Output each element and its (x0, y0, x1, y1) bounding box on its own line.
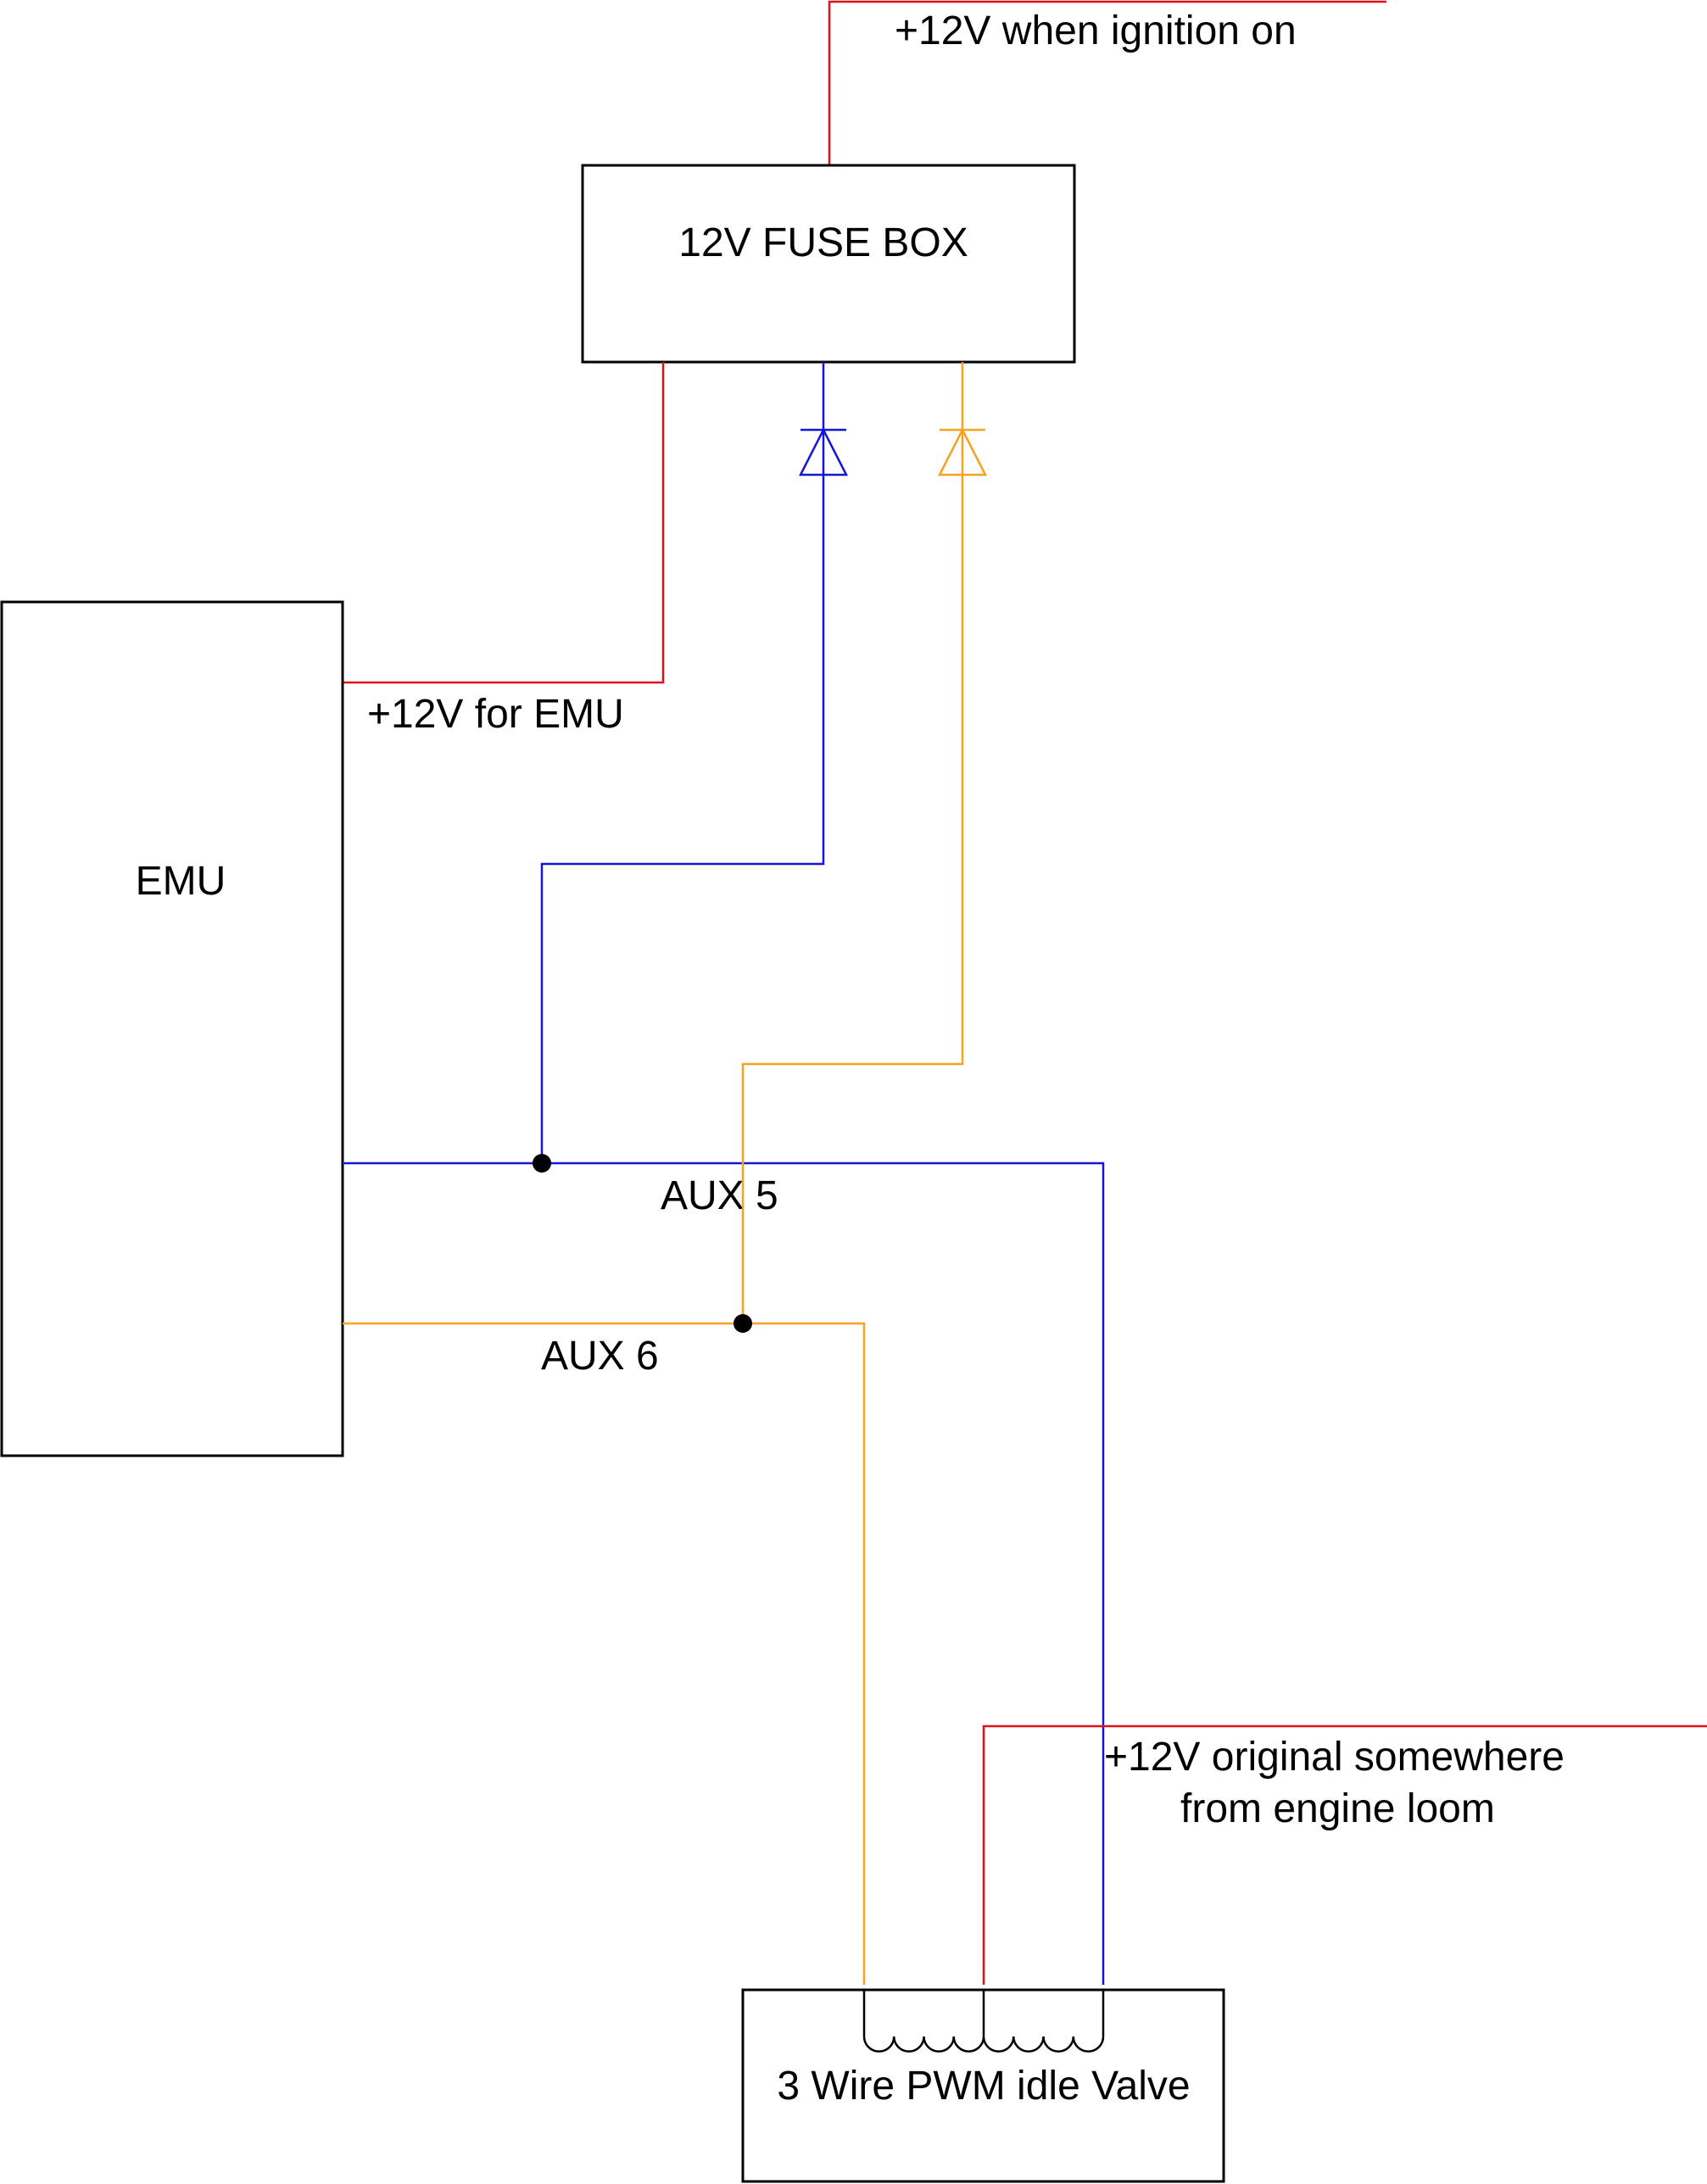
ignition-power-wire (828, 0, 1386, 165)
valve-coil-icon (862, 1990, 1105, 2053)
diode-aux6-icon (937, 427, 988, 476)
fuse-box (581, 164, 1076, 364)
emu-label: EMU (136, 859, 226, 904)
aux6-wire (343, 1322, 866, 1985)
diode-aux5-icon (798, 427, 849, 476)
aux6-junction (734, 1314, 752, 1333)
aux6-fuse-wire (741, 362, 964, 1323)
aux5-wire (343, 1162, 1105, 1985)
idle-valve-label: 3 Wire PWM idle Valve (777, 2064, 1190, 2109)
aux5-fuse-wire (540, 362, 825, 1163)
original-12v-label-line1: +12V original somewhere (1104, 1735, 1565, 1780)
aux5-label: AUX 5 (661, 1173, 778, 1218)
emu-power-label: +12V for EMU (367, 692, 624, 737)
original-power-wire (982, 1724, 1707, 1985)
aux5-junction (533, 1154, 551, 1173)
emu-box (0, 600, 344, 1457)
original-12v-label-line2: from engine loom (1180, 1786, 1495, 1831)
ignition-label: +12V when ignition on (895, 8, 1297, 53)
aux6-label: AUX 6 (541, 1334, 659, 1379)
emu-power-wire (343, 362, 665, 684)
fuse-box-label: 12V FUSE BOX (678, 220, 968, 265)
